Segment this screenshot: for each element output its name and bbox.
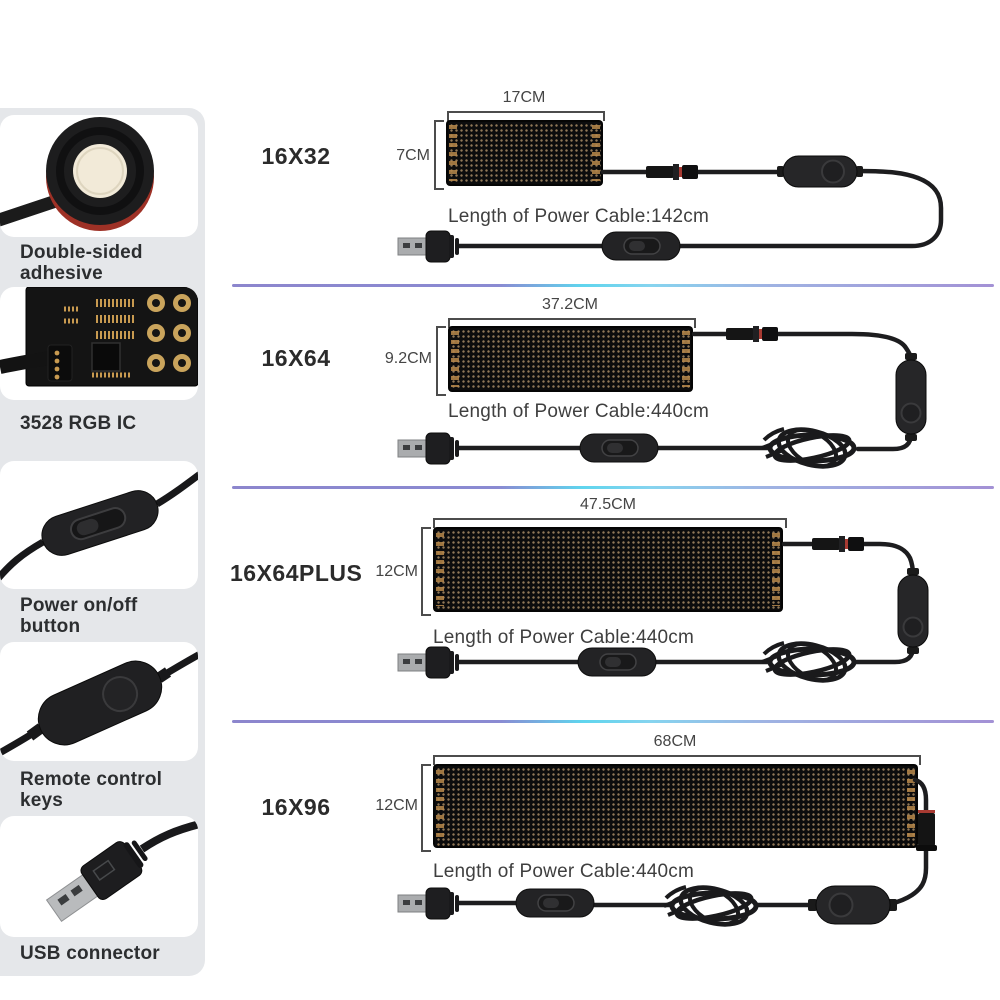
- height-dimension-16x64: 9.2CM: [384, 350, 432, 367]
- usb-photo-card: [0, 816, 198, 937]
- usb-connector-photo: [45, 820, 198, 923]
- led-panel-16x64: [448, 326, 693, 392]
- rgb-ic-pcb-photo: [0, 287, 198, 387]
- panel-contacts-right: [682, 330, 690, 388]
- width-dimension-16x64: 37.2CM: [541, 296, 599, 313]
- width-bracket: [448, 318, 696, 328]
- sidebar-item-remote-keys: Remote control keys: [20, 769, 163, 811]
- panel-contacts-right: [592, 124, 600, 182]
- section-divider: [232, 284, 994, 287]
- cable-connector: [918, 813, 935, 846]
- cable-length-16x64: Length of Power Cable:440cm: [448, 401, 709, 422]
- width-dimension-16x96: 68CM: [653, 733, 697, 750]
- height-bracket: [421, 764, 431, 852]
- cable-length-16x64plus: Length of Power Cable:440cm: [433, 627, 694, 648]
- remote-pod-button: [828, 892, 854, 918]
- height-bracket: [421, 527, 431, 616]
- section-divider: [232, 486, 994, 489]
- height-dimension-16x64plus: 12CM: [375, 563, 418, 580]
- sidebar-item-power-button: Power on/off button: [20, 595, 138, 637]
- led-panel-16x96: [433, 764, 918, 848]
- panel-contacts-left: [451, 330, 459, 388]
- led-panel-16x32: [446, 120, 603, 186]
- power-switch-photo-card: [0, 461, 198, 589]
- size-title-16x64plus: 16X64PLUS: [230, 560, 363, 586]
- components-sidebar: Double-sided adhesive: [0, 108, 205, 976]
- rgb-ic-photo-card: [0, 287, 198, 400]
- height-dimension-16x32: 7CM: [396, 147, 430, 164]
- remote-pod-photo-card: [0, 642, 198, 761]
- remote-pod-button: [902, 616, 924, 638]
- section-divider: [232, 720, 994, 723]
- width-dimension-16x64plus: 47.5CM: [579, 496, 637, 513]
- height-bracket: [434, 120, 444, 190]
- width-bracket: [447, 111, 605, 121]
- power-switch: [515, 888, 595, 918]
- panel-contacts-right: [907, 769, 915, 843]
- size-title-16x96: 16X96: [261, 794, 331, 820]
- coiled-cable: [664, 881, 756, 932]
- cable-length-16x96: Length of Power Cable:440cm: [433, 861, 694, 882]
- height-bracket: [436, 326, 446, 396]
- size-title-16x32: 16X32: [261, 143, 331, 169]
- adhesive-photo-card: [0, 115, 198, 237]
- width-bracket: [433, 755, 921, 765]
- led-panel-16x64plus: [433, 527, 783, 612]
- height-dimension-16x96: 12CM: [375, 797, 418, 814]
- remote-pod-button: [821, 159, 845, 184]
- panel-contacts-left: [436, 532, 444, 607]
- cable-length-16x32: Length of Power Cable:142cm: [448, 206, 709, 227]
- usb-plug: [397, 887, 460, 920]
- panel-contacts-left: [436, 769, 444, 843]
- panel-contacts-left: [449, 124, 457, 182]
- remote-control-photo: [0, 651, 198, 757]
- panel-contacts-right: [772, 532, 780, 607]
- width-bracket: [433, 518, 787, 528]
- sidebar-item-rgb-ic: 3528 RGB IC: [20, 413, 137, 434]
- width-dimension-16x32: 17CM: [502, 89, 546, 106]
- size-title-16x64: 16X64: [261, 345, 331, 371]
- power-switch-photo: [0, 471, 198, 582]
- remote-pod-button: [900, 402, 922, 424]
- sidebar-item-usb: USB connector: [20, 943, 160, 964]
- sidebar-item-adhesive: Double-sided adhesive: [20, 242, 143, 284]
- double-sided-adhesive-photo: [0, 117, 154, 231]
